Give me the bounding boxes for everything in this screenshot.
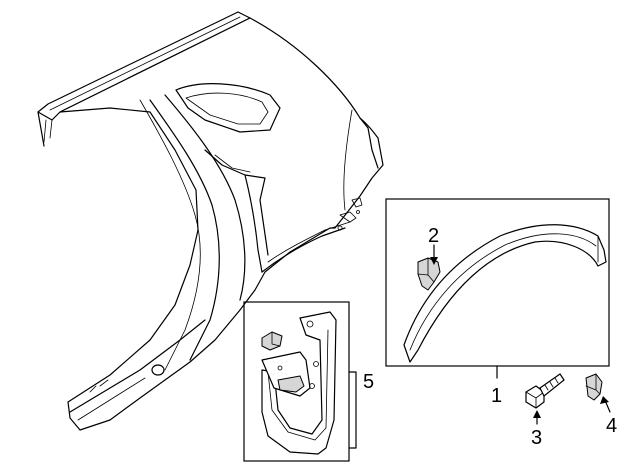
- part-number-1: 1: [491, 385, 502, 407]
- part-number-3: 3: [531, 427, 542, 449]
- wheel-opening-molding: [403, 224, 607, 363]
- quarter-panel: [37, 11, 384, 431]
- retainer-clip: [585, 373, 611, 413]
- mud-flap-box: [243, 301, 350, 462]
- molding-clip: [417, 244, 441, 291]
- part-number-2: 2: [428, 225, 439, 247]
- part-number-5: 5: [363, 371, 374, 393]
- bolt: [525, 373, 565, 425]
- mud-flap: [261, 311, 357, 455]
- part-number-4: 4: [606, 415, 617, 437]
